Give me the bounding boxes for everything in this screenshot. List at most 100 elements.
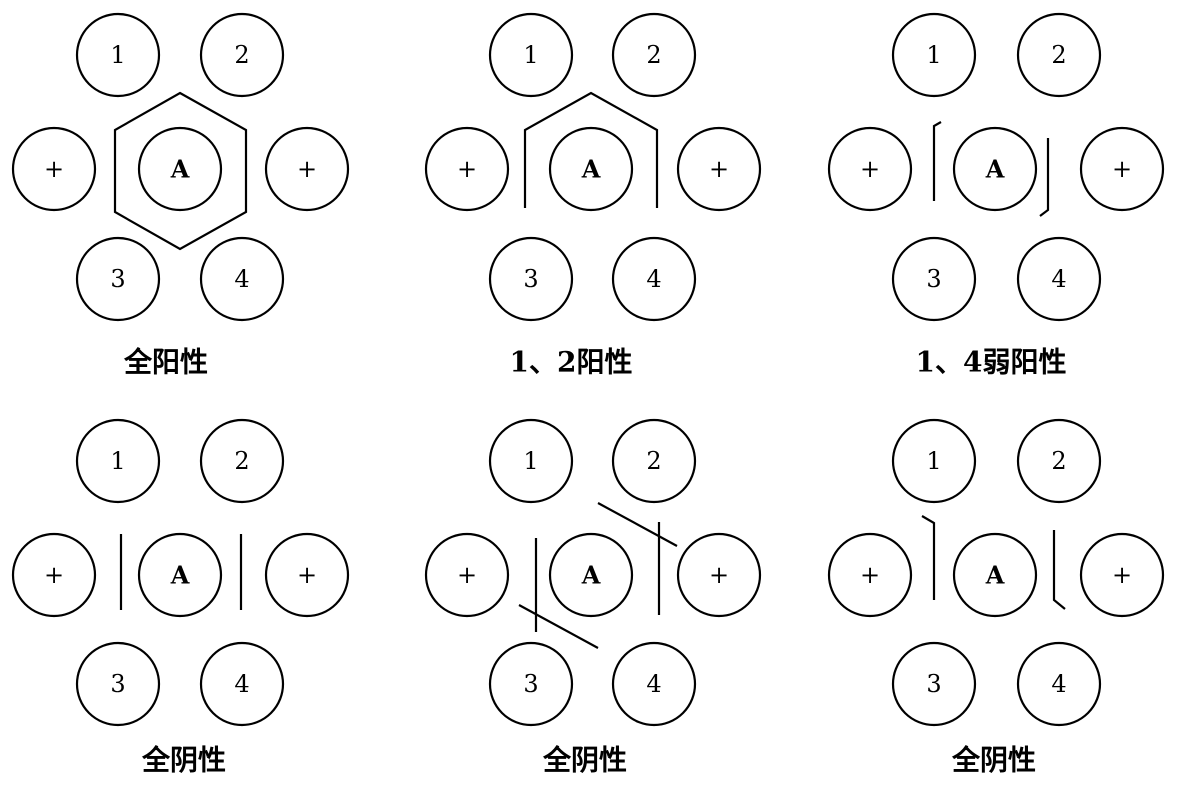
well-positive-left-label: + [457,561,477,589]
well-1-label: 1 [926,447,941,475]
panel-caption: 全阴性 [141,744,226,777]
precipitation-line-fused [523,91,659,208]
well-positive-left: + [827,532,913,618]
well-1-label: 1 [523,41,538,69]
well-positive-left: + [424,126,510,212]
well-antigen: A [137,126,223,212]
well-2: 2 [611,12,697,98]
well-1: 1 [488,418,574,504]
well-positive-right: + [676,532,762,618]
well-3-label: 3 [110,670,125,698]
well-antigen: A [952,532,1038,618]
well-2-label: 2 [234,447,249,475]
well-2: 2 [611,418,697,504]
well-4: 4 [1016,641,1102,727]
well-positive-left: + [11,126,97,212]
panel-1-4-weak-positive: 1 2 + A + 3 4 1、4弱阳性 [827,12,1165,379]
panel-all-negative-2: 1 2 + A + 3 4 全阴性 [424,418,762,777]
well-1: 1 [75,12,161,98]
well-1: 1 [75,418,161,504]
well-positive-right: + [1079,126,1165,212]
well-1: 1 [891,12,977,98]
precipitation-line-right-spur [1039,138,1050,217]
well-positive-left-label: + [860,155,880,183]
well-antigen-label: A [581,155,601,184]
well-4: 4 [611,641,697,727]
well-antigen: A [548,126,634,212]
well-positive-left: + [11,532,97,618]
precipitation-line-left-spur [921,515,936,600]
well-antigen: A [137,532,223,618]
panel-all-negative-1: 1 2 + A + 3 4 全阴性 [11,418,350,777]
well-2: 2 [199,12,285,98]
panel-caption: 1、4弱阳性 [916,346,1067,379]
well-3: 3 [891,641,977,727]
well-positive-right-label: + [709,155,729,183]
panel-caption: 1、2阳性 [510,346,633,379]
well-antigen-label: A [985,561,1005,590]
well-3: 3 [891,236,977,322]
well-4-label: 4 [234,265,249,293]
panel-all-positive: 1 2 + A + 3 4 全阳性 [11,12,350,379]
well-4-label: 4 [646,265,661,293]
well-4: 4 [611,236,697,322]
precipitation-line-hexagon [113,91,248,251]
well-positive-left: + [424,532,510,618]
panel-caption: 全阴性 [951,744,1036,777]
well-positive-right: + [1079,532,1165,618]
well-2-label: 2 [1051,41,1066,69]
well-positive-right: + [264,532,350,618]
well-2: 2 [1016,12,1102,98]
well-2-label: 2 [1051,447,1066,475]
well-antigen-label: A [581,561,601,590]
precipitation-line-diagonal-upper [597,502,678,547]
panel-caption: 全阳性 [123,346,208,379]
well-4-label: 4 [234,670,249,698]
well-3-label: 3 [523,265,538,293]
well-positive-left-label: + [44,561,64,589]
well-positive-right: + [676,126,762,212]
well-3-label: 3 [110,265,125,293]
well-2-label: 2 [646,447,661,475]
well-1-label: 1 [110,41,125,69]
well-4-label: 4 [646,670,661,698]
panel-caption: 全阴性 [542,744,627,777]
well-1: 1 [488,12,574,98]
precipitation-line-left-spur [932,121,942,201]
well-4: 4 [199,236,285,322]
well-1-label: 1 [523,447,538,475]
well-3-label: 3 [926,265,941,293]
well-4-label: 4 [1051,670,1066,698]
precipitation-line-right-spur [1052,530,1066,610]
well-positive-left-label: + [860,561,880,589]
well-2-label: 2 [234,41,249,69]
well-4: 4 [199,641,285,727]
well-4-label: 4 [1051,265,1066,293]
well-2: 2 [199,418,285,504]
well-antigen-label: A [985,155,1005,184]
well-3: 3 [75,236,161,322]
well-4: 4 [1016,236,1102,322]
well-positive-left-label: + [44,155,64,183]
well-positive-right-label: + [1112,561,1132,589]
well-1-label: 1 [926,41,941,69]
well-1: 1 [891,418,977,504]
well-positive-right-label: + [297,561,317,589]
well-antigen-label: A [170,561,190,590]
well-positive-left: + [827,126,913,212]
well-positive-right-label: + [1112,155,1132,183]
panel-1-2-positive: 1 2 + A + 3 4 1、2阳性 [424,12,762,379]
precipitation-line-diagonal-lower [518,604,599,649]
well-3: 3 [75,641,161,727]
well-positive-right: + [264,126,350,212]
well-antigen-label: A [170,155,190,184]
well-positive-right-label: + [297,155,317,183]
well-antigen: A [548,532,634,618]
well-positive-right-label: + [709,561,729,589]
panel-all-negative-3: 1 2 + A + 3 4 全阴性 [827,418,1165,777]
well-3-label: 3 [523,670,538,698]
well-3: 3 [488,641,574,727]
well-3-label: 3 [926,670,941,698]
well-3: 3 [488,236,574,322]
